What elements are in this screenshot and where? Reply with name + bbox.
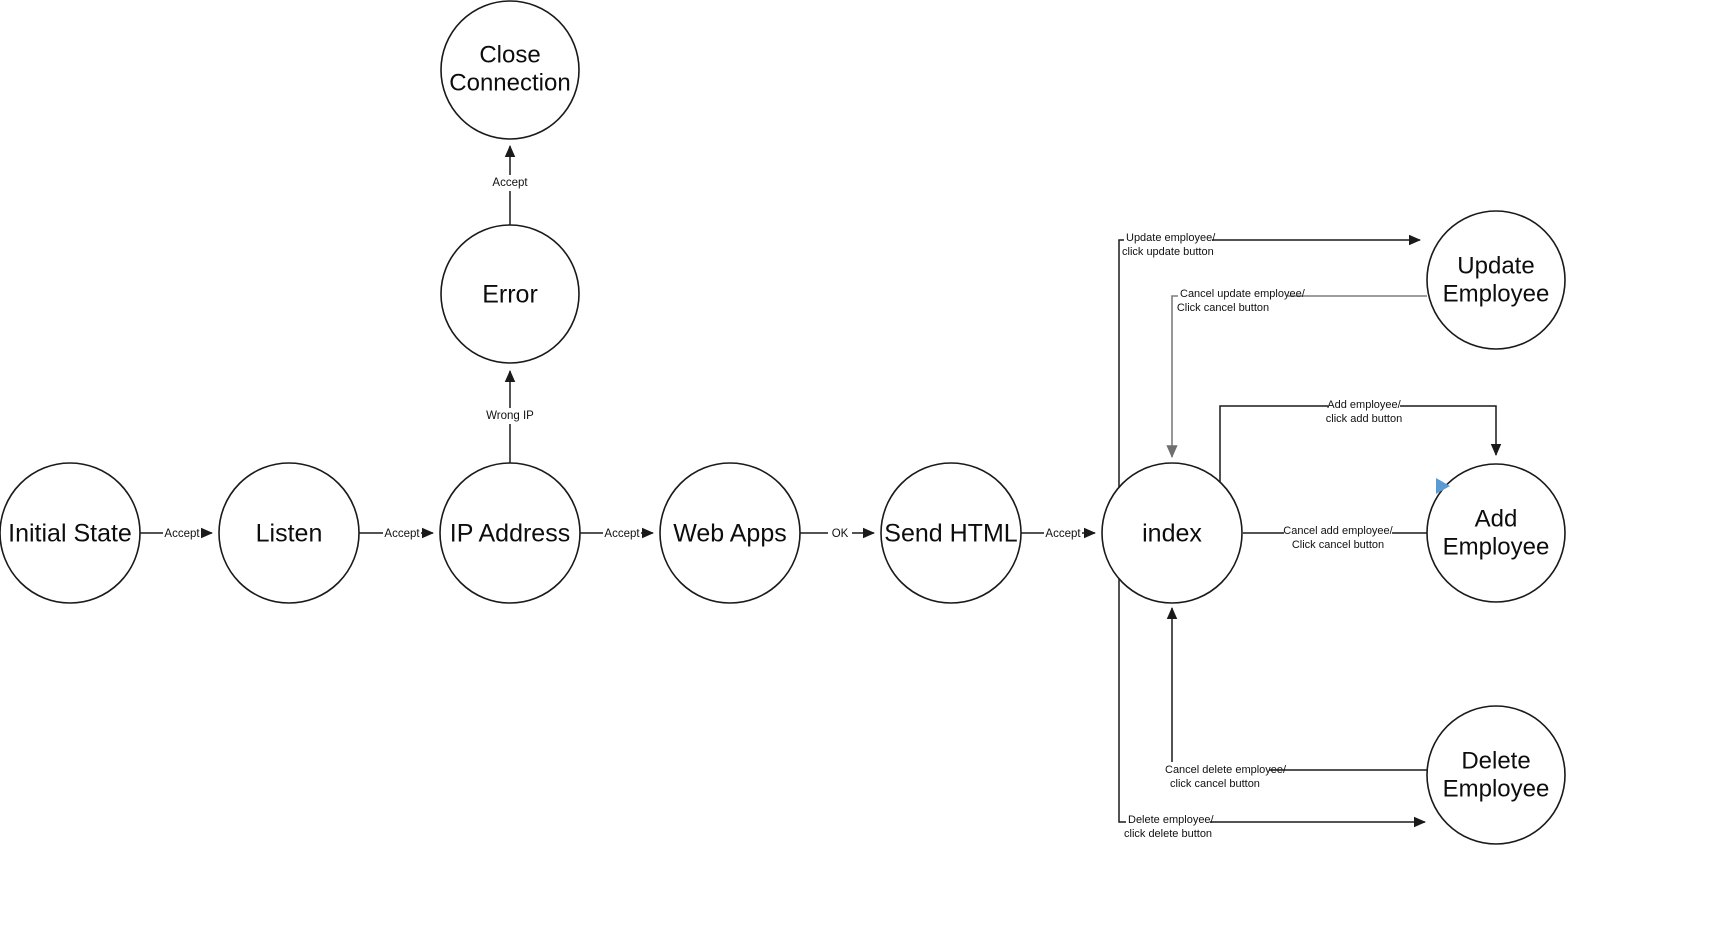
node-listen[interactable]: Listen xyxy=(218,462,360,604)
node-send-html[interactable]: Send HTML xyxy=(880,462,1022,604)
node-label-send-html: Send HTML xyxy=(884,520,1017,548)
node-circle-add-employee[interactable] xyxy=(1426,463,1566,603)
edge-label-update-employee-l2: click update button xyxy=(1122,246,1214,258)
node-ip-address[interactable]: IP Address xyxy=(439,462,581,604)
edge-label-cancel-update-l2: Click cancel button xyxy=(1177,302,1269,314)
node-circle-index[interactable] xyxy=(1101,462,1243,604)
node-circle-delete-employee[interactable] xyxy=(1426,705,1566,845)
edge-index-to-update-employee: Update employee/ click update button xyxy=(1118,230,1421,520)
edge-initial-state-to-listen: Accept xyxy=(140,525,213,542)
edge-web-apps-to-send-html: OK xyxy=(800,525,875,542)
edge-error-to-close-connection: Accept xyxy=(487,145,533,225)
node-label-delete-employee-l2: Employee xyxy=(1443,775,1550,802)
node-label-ip-address: IP Address xyxy=(450,520,570,548)
edge-label-cancel-update-l1: Cancel update employee/ xyxy=(1180,288,1306,300)
node-label-initial-state: Initial State xyxy=(8,520,132,548)
node-web-apps[interactable]: Web Apps xyxy=(659,462,801,604)
edge-delete-employee-to-index: Cancel delete employee/ click cancel but… xyxy=(1163,607,1427,790)
node-close-connection[interactable]: Close Connection xyxy=(440,0,580,140)
node-circle-error[interactable] xyxy=(440,224,580,364)
edge-label-cancel-add-l2: Click cancel button xyxy=(1292,539,1384,551)
node-label-add-employee-l1: Add xyxy=(1475,505,1518,532)
node-initial-state[interactable]: Initial State xyxy=(0,462,141,604)
node-label-update-employee-l1: Update xyxy=(1457,252,1534,279)
cursor-pointer-icon xyxy=(1436,478,1450,494)
node-circle-update-employee[interactable] xyxy=(1426,210,1566,350)
edge-index-to-add-employee: Add employee/ click add button xyxy=(1219,397,1502,495)
node-delete-employee[interactable]: Delete Employee xyxy=(1426,705,1566,845)
edge-ip-address-to-web-apps: Accept xyxy=(580,525,654,542)
edge-listen-to-ip-address: Accept xyxy=(359,525,434,542)
edge-label-delete-employee-l1: Delete employee/ xyxy=(1128,814,1215,826)
node-circle-send-html[interactable] xyxy=(880,462,1022,604)
edge-label-add-employee-l1: Add employee/ xyxy=(1327,399,1401,411)
node-label-delete-employee-l1: Delete xyxy=(1461,747,1530,774)
node-label-web-apps: Web Apps xyxy=(673,520,787,548)
node-circle-initial-state[interactable] xyxy=(0,462,141,604)
node-add-employee[interactable]: Add Employee xyxy=(1426,463,1566,603)
node-label-index: index xyxy=(1142,520,1202,548)
edge-label-accept-3: Accept xyxy=(604,528,640,540)
node-index[interactable]: index xyxy=(1101,462,1243,604)
edge-label-add-employee-l2: click add button xyxy=(1326,413,1402,425)
node-label-close-connection-l2: Connection xyxy=(449,69,570,96)
edge-label-cancel-delete-l2: click cancel button xyxy=(1170,778,1260,790)
node-label-close-connection-l1: Close xyxy=(479,41,540,68)
edge-ip-address-to-error: Wrong IP xyxy=(481,370,539,463)
edge-add-employee-to-index: Cancel add employee/ Click cancel button xyxy=(1243,523,1427,551)
edge-label-wrong-ip: Wrong IP xyxy=(486,410,534,422)
edge-label-update-employee-l1: Update employee/ xyxy=(1126,232,1216,244)
edge-index-to-delete-employee: Delete employee/ click delete button xyxy=(1118,546,1426,840)
edge-label-cancel-add-l1: Cancel add employee/ xyxy=(1283,525,1393,537)
node-error[interactable]: Error xyxy=(440,224,580,364)
edge-label-ok: OK xyxy=(832,528,849,540)
edge-update-employee-to-index: Cancel update employee/ Click cancel but… xyxy=(1166,287,1427,459)
node-label-listen: Listen xyxy=(256,520,323,548)
node-update-employee[interactable]: Update Employee xyxy=(1426,210,1566,350)
edge-label-accept-5: Accept xyxy=(492,177,528,189)
edge-label-cancel-delete-l1: Cancel delete employee/ xyxy=(1165,764,1287,776)
edge-label-delete-employee-l2: click delete button xyxy=(1124,828,1212,840)
edge-label-accept-1: Accept xyxy=(164,528,200,540)
node-label-add-employee-l2: Employee xyxy=(1443,533,1550,560)
edge-label-accept-4: Accept xyxy=(1045,528,1081,540)
node-circle-close-connection[interactable] xyxy=(440,0,580,140)
node-circle-ip-address[interactable] xyxy=(439,462,581,604)
node-circle-web-apps[interactable] xyxy=(659,462,801,604)
node-label-error: Error xyxy=(482,281,538,309)
edge-send-html-to-index: Accept xyxy=(1021,525,1096,542)
edge-label-accept-2: Accept xyxy=(384,528,420,540)
node-circle-listen[interactable] xyxy=(218,462,360,604)
node-label-update-employee-l2: Employee xyxy=(1443,280,1550,307)
